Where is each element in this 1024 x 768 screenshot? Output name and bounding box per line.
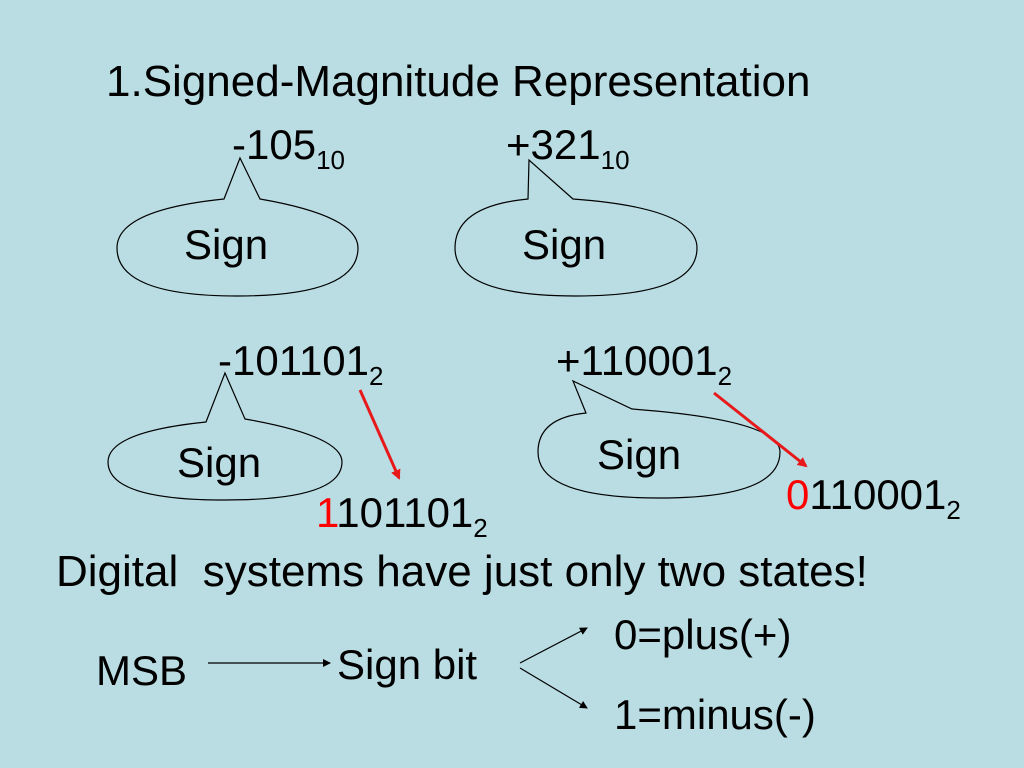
red-arrow-left <box>358 389 401 480</box>
sign-callout-2 <box>454 158 698 297</box>
decimal-number-2: +32110 <box>506 124 630 173</box>
binary-result-1-base: 2 <box>473 512 488 543</box>
minus-meaning: 1=minus(-) <box>614 691 816 738</box>
binary-result-2-magnitude: 110001 <box>809 471 947 518</box>
plus-branch-arrow <box>519 627 588 664</box>
sign-label-4: Sign <box>597 431 682 478</box>
two-states-statement: Digital systems have just only two state… <box>56 547 868 596</box>
msb-label: MSB <box>96 647 188 694</box>
plus-meaning: 0=plus(+) <box>614 611 792 658</box>
sign-label-1: Sign <box>184 221 269 268</box>
binary-result-2: 01100012 <box>786 474 961 523</box>
minus-branch-arrow <box>519 667 588 709</box>
decimal-number-1-value: -105 <box>232 121 317 168</box>
binary-number-2-base: 2 <box>717 360 733 391</box>
decimal-number-1: -10510 <box>232 124 345 173</box>
binary-number-1: -1011012 <box>218 340 384 389</box>
sign-bit-label: Sign bit <box>337 641 478 688</box>
sign-callout-1 <box>116 156 359 297</box>
slide-title: 1.Signed-Magnitude Representation <box>106 57 811 106</box>
binary-result-1: 11011012 <box>316 492 488 541</box>
binary-number-1-base: 2 <box>369 360 384 391</box>
binary-number-1-value: -101101 <box>218 337 370 384</box>
binary-number-2-value: +110001 <box>556 337 718 384</box>
sign-callout-4 <box>537 379 781 499</box>
binary-number-2: +1100012 <box>556 340 732 389</box>
binary-result-2-base: 2 <box>946 494 961 525</box>
decimal-number-1-base: 10 <box>316 144 345 175</box>
binary-result-1-sign-bit: 1 <box>316 489 337 536</box>
binary-result-1-magnitude: 101101 <box>336 489 474 536</box>
decimal-number-2-base: 10 <box>600 144 630 175</box>
sign-label-3: Sign <box>177 439 262 486</box>
sign-label-2: Sign <box>522 221 607 268</box>
decimal-number-2-value: +321 <box>506 121 601 168</box>
sign-callout-3 <box>107 371 343 501</box>
binary-result-2-sign-bit: 0 <box>786 471 810 518</box>
red-arrow-right <box>713 391 808 468</box>
